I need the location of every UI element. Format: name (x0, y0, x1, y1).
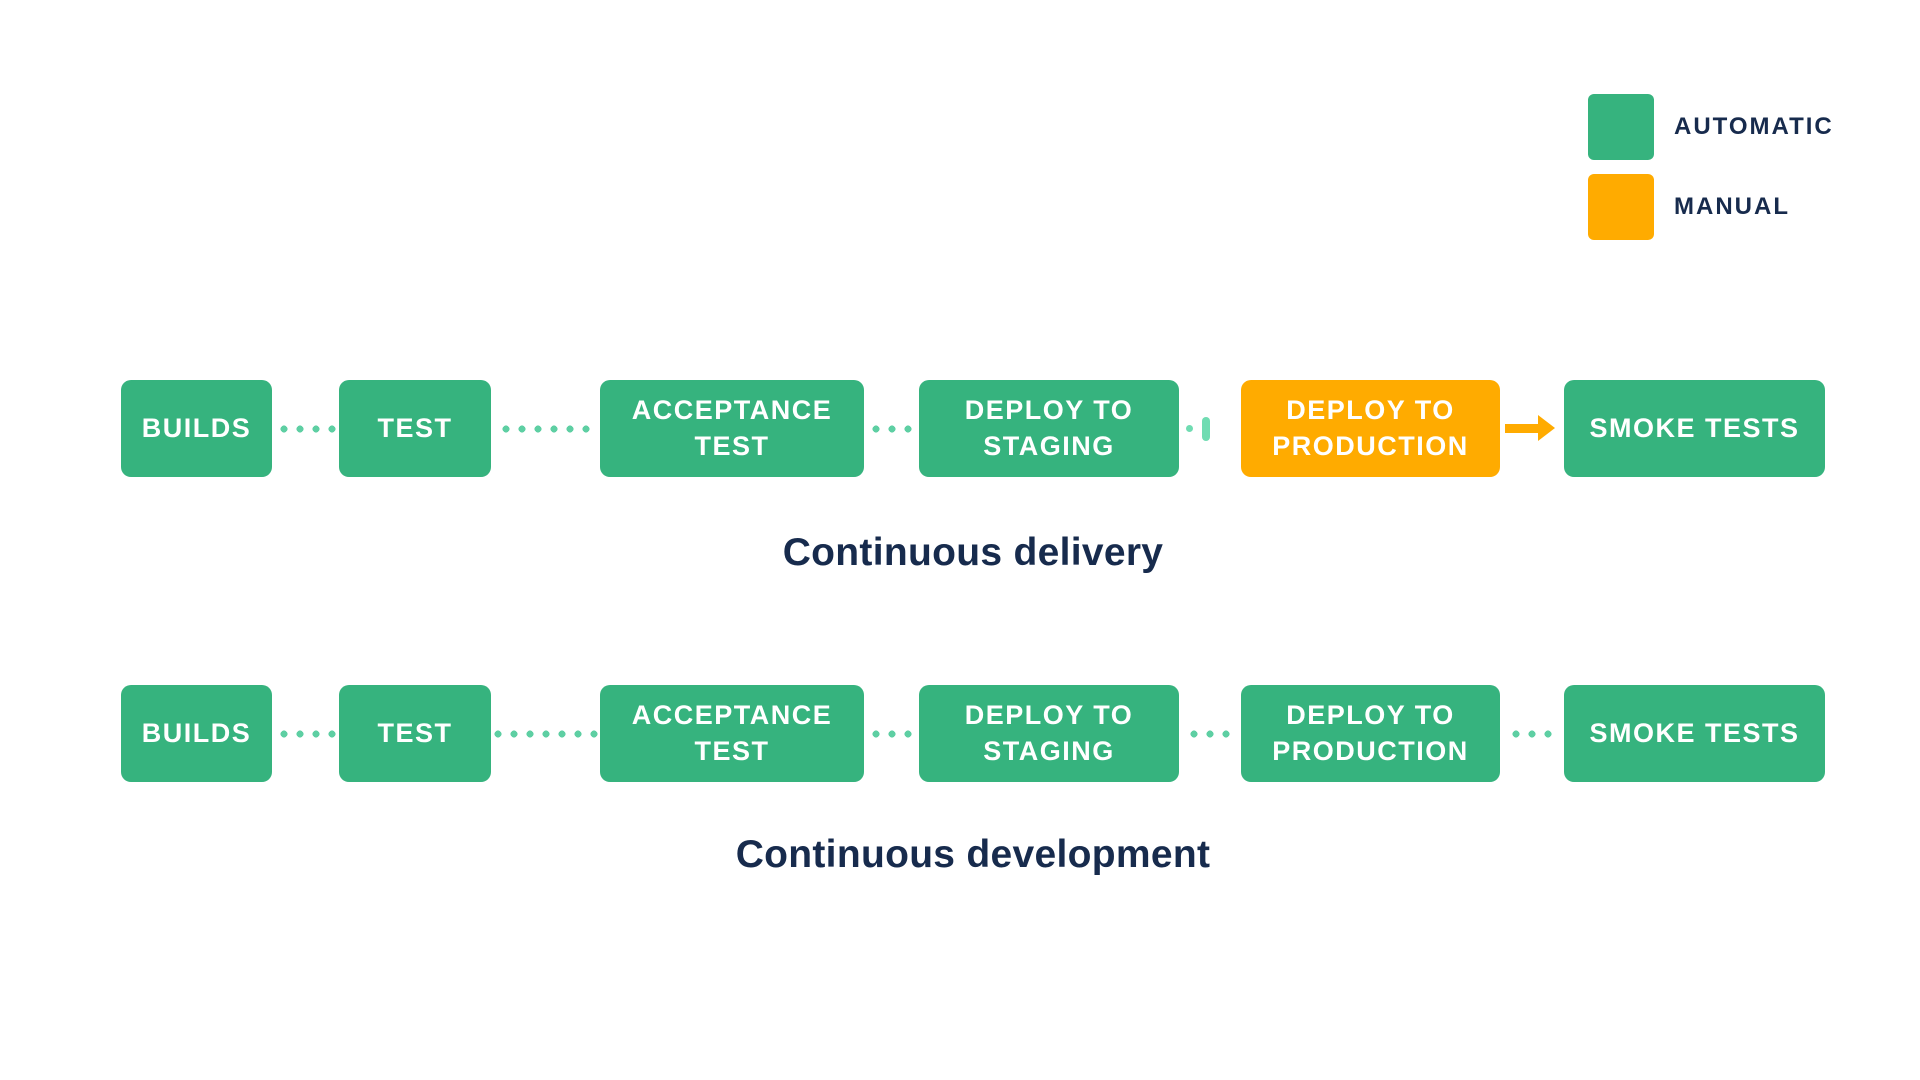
stage-deploy-to-staging: DEPLOY TO STAGING (919, 685, 1179, 782)
dotted-connector (276, 730, 340, 738)
stage-deploy-to-production: DEPLOY TO PRODUCTION (1241, 380, 1500, 477)
stage-deploy-to-production: DEPLOY TO PRODUCTION (1241, 685, 1500, 782)
manual-color-swatch (1588, 174, 1654, 240)
stage-smoke-tests: SMOKE TESTS (1564, 685, 1825, 782)
manual-gate-bar (1202, 417, 1210, 441)
dotted-connector (868, 425, 916, 433)
dotted-connector (1186, 730, 1234, 738)
legend-item-manual: MANUAL (1588, 174, 1790, 240)
pipeline-continuous-development: BUILDS TEST ACCEPTANCE TEST DEPLOY TO ST… (0, 685, 1920, 782)
stage-test: TEST (339, 380, 491, 477)
manual-arrow-icon (1505, 424, 1538, 433)
legend: AUTOMATIC MANUAL (1588, 94, 1920, 240)
caption-continuous-delivery: Continuous delivery (782, 531, 1164, 574)
stage-acceptance-test: ACCEPTANCE TEST (600, 685, 864, 782)
stage-test: TEST (339, 685, 491, 782)
legend-item-automatic: AUTOMATIC (1588, 94, 1834, 160)
stage-builds: BUILDS (121, 685, 272, 782)
manual-gate-dot (1186, 425, 1193, 432)
dotted-connector (868, 730, 916, 738)
stage-smoke-tests: SMOKE TESTS (1564, 380, 1825, 477)
dotted-connector (1508, 730, 1556, 738)
dotted-connector (498, 425, 594, 433)
stage-acceptance-test: ACCEPTANCE TEST (600, 380, 864, 477)
pipeline-continuous-delivery: BUILDS TEST ACCEPTANCE TEST DEPLOY TO ST… (0, 380, 1920, 477)
manual-arrow-head-icon (1538, 415, 1555, 441)
legend-label-manual: MANUAL (1674, 193, 1790, 220)
automatic-color-swatch (1588, 94, 1654, 160)
stage-builds: BUILDS (121, 380, 272, 477)
caption-continuous-development: Continuous development (735, 833, 1211, 876)
stage-deploy-to-staging: DEPLOY TO STAGING (919, 380, 1179, 477)
legend-label-automatic: AUTOMATIC (1674, 113, 1834, 140)
dotted-connector (276, 425, 340, 433)
dotted-connector (490, 730, 602, 738)
